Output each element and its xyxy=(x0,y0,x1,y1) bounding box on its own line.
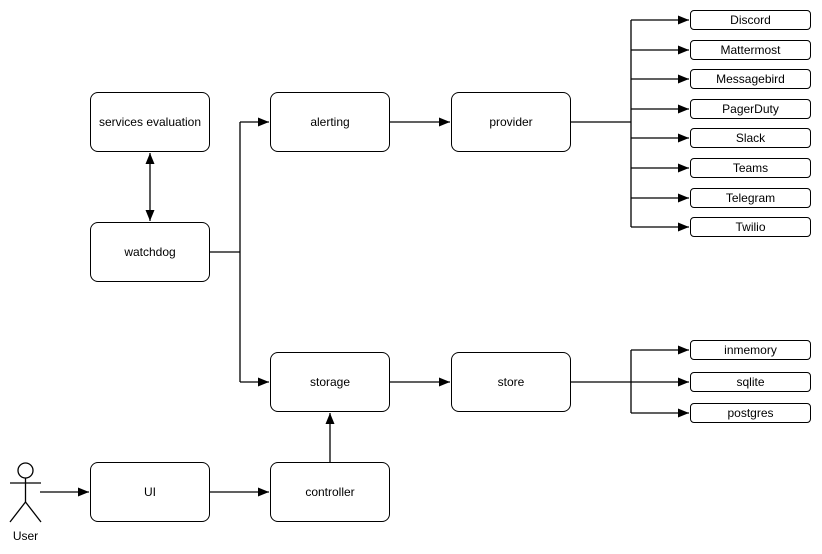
arrowhead-icon xyxy=(78,487,89,497)
node-discord-label: Discord xyxy=(730,13,771,27)
node-mattermost: Mattermost xyxy=(690,40,811,60)
node-telegram: Telegram xyxy=(690,188,811,208)
arrowhead-icon xyxy=(678,345,689,355)
user-actor-leg-0 xyxy=(9,501,27,523)
edge-trunk-alerting xyxy=(240,117,269,127)
arrowhead-icon xyxy=(678,133,689,143)
node-teams-label: Teams xyxy=(732,161,769,175)
arrowhead-icon xyxy=(678,222,689,232)
node-storage-label: storage xyxy=(309,375,351,389)
node-controller: controller xyxy=(270,462,390,522)
arrowhead-icon xyxy=(678,408,689,418)
arrowhead-icon xyxy=(678,193,689,203)
arrowhead-icon xyxy=(145,153,155,164)
arrowhead-icon xyxy=(678,163,689,173)
node-services-evaluation-label: services evaluation xyxy=(98,115,202,129)
edge-services-evaluation-watchdog xyxy=(145,153,155,221)
edge-fanout-telegram xyxy=(631,193,689,203)
node-sqlite: sqlite xyxy=(690,372,811,392)
arrowhead-icon xyxy=(258,377,269,387)
node-services-evaluation: services evaluation xyxy=(90,92,210,152)
user-actor-leg-1 xyxy=(24,501,42,523)
user-actor-icon xyxy=(9,462,42,523)
node-provider-label: provider xyxy=(489,115,533,129)
node-twilio: Twilio xyxy=(690,217,811,237)
arrowhead-icon xyxy=(258,487,269,497)
edge-user-ui xyxy=(40,487,89,497)
arrowhead-icon xyxy=(678,377,689,387)
user-actor-head xyxy=(17,462,34,479)
node-messagebird: Messagebird xyxy=(690,69,811,89)
arrowhead-icon xyxy=(678,74,689,84)
arrowhead-icon xyxy=(439,377,450,387)
node-watchdog: watchdog xyxy=(90,222,210,282)
arrowhead-icon xyxy=(678,15,689,25)
edge-fanout-discord xyxy=(631,15,689,25)
arrowhead-icon xyxy=(439,117,450,127)
arrowhead-icon xyxy=(325,413,335,424)
node-store-label: store xyxy=(497,375,525,389)
edge-fanout-sqlite xyxy=(631,377,689,387)
edge-fanout-inmemory xyxy=(631,345,689,355)
arrowhead-icon xyxy=(678,104,689,114)
arrowhead-icon xyxy=(258,117,269,127)
node-alerting-label: alerting xyxy=(310,115,350,129)
node-mattermost-label: Mattermost xyxy=(720,43,781,57)
node-watchdog-label: watchdog xyxy=(124,245,176,259)
node-telegram-label: Telegram xyxy=(725,191,776,205)
node-slack: Slack xyxy=(690,128,811,148)
edge-fanout-teams xyxy=(631,163,689,173)
node-messagebird-label: Messagebird xyxy=(716,72,785,86)
node-ui: UI xyxy=(90,462,210,522)
node-twilio-label: Twilio xyxy=(735,220,766,234)
arrowhead-icon xyxy=(145,210,155,221)
edge-ui-controller xyxy=(210,487,269,497)
node-provider: provider xyxy=(451,92,571,152)
edge-alerting-provider xyxy=(390,117,450,127)
edge-fanout-twilio xyxy=(631,222,689,232)
node-store: store xyxy=(451,352,571,412)
node-slack-label: Slack xyxy=(735,131,766,145)
edge-trunk-storage xyxy=(240,377,269,387)
edge-fanout-mattermost xyxy=(631,45,689,55)
node-alerting: alerting xyxy=(270,92,390,152)
node-teams: Teams xyxy=(690,158,811,178)
node-pagerduty-label: PagerDuty xyxy=(722,102,779,116)
edge-fanout-slack xyxy=(631,133,689,143)
edge-fanout-pagerduty xyxy=(631,104,689,114)
node-postgres-label: postgres xyxy=(727,406,774,420)
edge-controller-storage xyxy=(325,413,335,462)
node-controller-label: controller xyxy=(305,485,355,499)
node-inmemory: inmemory xyxy=(690,340,811,360)
edge-storage-store xyxy=(390,377,450,387)
node-pagerduty: PagerDuty xyxy=(690,99,811,119)
node-storage: storage xyxy=(270,352,390,412)
node-inmemory-label: inmemory xyxy=(724,343,777,357)
edge-fanout-postgres xyxy=(631,408,689,418)
edge-fanout-messagebird xyxy=(631,74,689,84)
node-ui-label: UI xyxy=(144,485,156,499)
node-sqlite-label: sqlite xyxy=(736,375,765,389)
node-discord: Discord xyxy=(690,10,811,30)
arrowhead-icon xyxy=(678,45,689,55)
node-postgres: postgres xyxy=(690,403,811,423)
user-actor-label: User xyxy=(12,529,39,543)
